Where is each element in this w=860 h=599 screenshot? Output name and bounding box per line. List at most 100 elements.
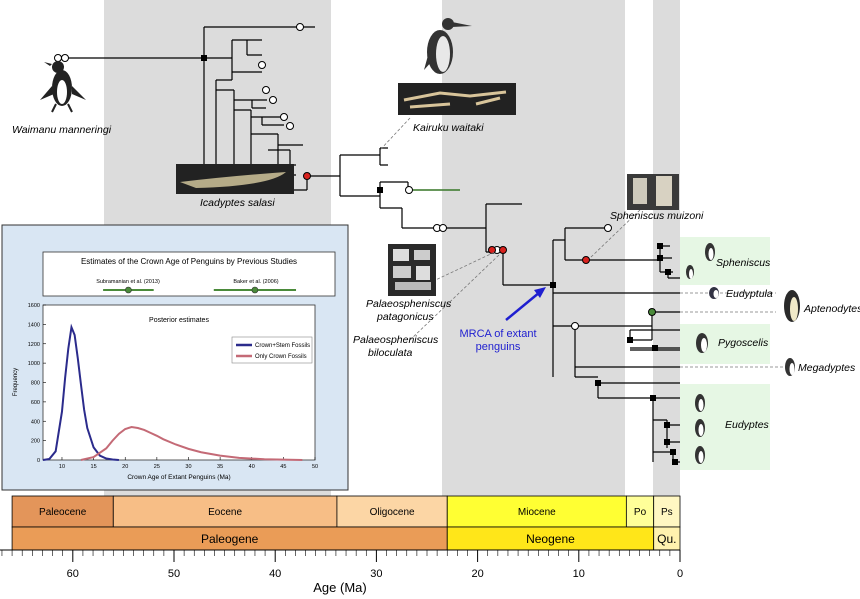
label-aptenodytes: Aptenodytes [803,303,860,315]
label-palaeo-biloculata-2: biloculata [368,347,413,359]
leader-spheniscus-muizoni [589,209,641,259]
series-only-crown [80,426,303,461]
prev-studies-title: Estimates of the Crown Age of Penguins b… [81,257,297,266]
label-kairuku: Kairuku waitaki [413,122,484,134]
clade-box-eudyptes [680,384,770,470]
extant-penguin-icons [686,243,800,464]
fossil-tip [286,122,294,130]
calibration-node [650,395,656,401]
label-spheniscus: Spheniscus [716,257,771,269]
posterior-title: Posterior estimates [149,317,209,324]
label-pygoscelis: Pygoscelis [718,337,769,349]
prev-estimate-mean [251,286,259,294]
green-node [648,308,656,316]
age-axis-title: Age (Ma) [313,580,366,595]
epoch-label: Oligocene [370,507,415,518]
prev-studies-box [42,251,336,297]
y-axis-label: Frequency [13,368,19,396]
label-icadyptes: Icadyptes salasi [200,197,275,209]
branch [216,89,267,193]
leader-extant [680,292,790,368]
prev-estimate-mean [125,286,132,294]
mrca-label-1: MRCA of extant [459,328,536,340]
epoch-cell [112,495,338,528]
x-tick-label: 30 [185,464,191,470]
prev-study-label: Subramanian et al. (2013) [96,279,160,285]
inset-panel: Estimates of the Crown Age of Penguins b… [1,224,349,491]
y-tick-label: 1000 [28,361,40,367]
fossil-tip [604,224,612,232]
calibration-node [657,243,663,249]
label-palaeo-biloculata-1: Palaeospheniscus [353,334,439,346]
calibration-node [201,55,207,61]
label-palaeo-patagonicus-1: Palaeospheniscus [366,298,452,310]
calibration-node [664,439,670,445]
calibration-node [627,337,633,343]
branch [234,109,284,190]
x-tick-label: 35 [217,464,223,470]
branch [575,376,680,462]
calibration-node [595,380,601,386]
fossil-tip [280,113,288,121]
label-eudyptes: Eudyptes [725,419,770,431]
branch [215,71,262,193]
epoch-label: Po [634,507,647,518]
epoch-label: Miocene [518,507,556,518]
illustrations [40,18,800,464]
fossil-tip [405,186,413,194]
posterior-curves [42,323,303,461]
y-tick-label: 200 [31,439,40,445]
branch [443,203,522,253]
x-tick-label: 10 [59,464,65,470]
branch [552,227,608,377]
y-tick-label: 1400 [28,322,40,328]
period-label: Paleogene [201,532,259,546]
fossil-tip [439,224,447,232]
legend-item: Crown+Stem Fossils [255,343,310,349]
y-tick-label: 600 [31,400,40,406]
prev-study-label: Baker et al. (2006) [233,279,278,285]
red-calibration-node [499,246,507,254]
fossil-tip [571,322,579,330]
tree-nodes [54,23,678,465]
branch [380,207,443,229]
branch [653,397,680,463]
fossil-tip [269,96,277,104]
legend-item: Only Crown Fossils [255,354,307,360]
mrca-annotation: MRCA of extant penguins [459,287,546,353]
epoch-cell [446,495,627,528]
fossil-tip [61,54,69,62]
period-label: Qu. [657,532,676,546]
fossil-tip [54,54,62,62]
mrca-label-2: penguins [476,341,521,353]
calibration-node [665,269,671,275]
red-calibration-node [303,172,311,180]
x-tick-label: 45 [280,464,286,470]
miocene-band [442,0,625,496]
age-tick-label: 40 [269,568,281,580]
x-tick-label: 15 [91,464,97,470]
age-tick-label: 10 [573,568,585,580]
kairuku-illustration [424,18,472,74]
calibration-node [652,345,658,351]
y-tick-label: 1600 [28,303,40,309]
calibration-node [657,255,663,261]
x-tick-label: 40 [249,464,255,470]
branch [204,39,262,72]
x-tick-label: 50 [312,464,318,470]
prev-study-marks [103,286,297,294]
posterior-legend: Crown+Stem Fossils Only Crown Fossils [231,336,313,364]
branch [307,147,388,196]
y-tick-label: 0 [37,458,40,464]
calibration-node [664,422,670,428]
clade-box-pygoscelis [680,324,770,364]
x-axis-label: Crown Age of Extant Penguins (Ma) [127,474,230,481]
age-tick-label: 60 [67,568,79,580]
fossil-tip [262,86,270,94]
branch [340,181,460,208]
age-tick-label: 50 [168,568,180,580]
